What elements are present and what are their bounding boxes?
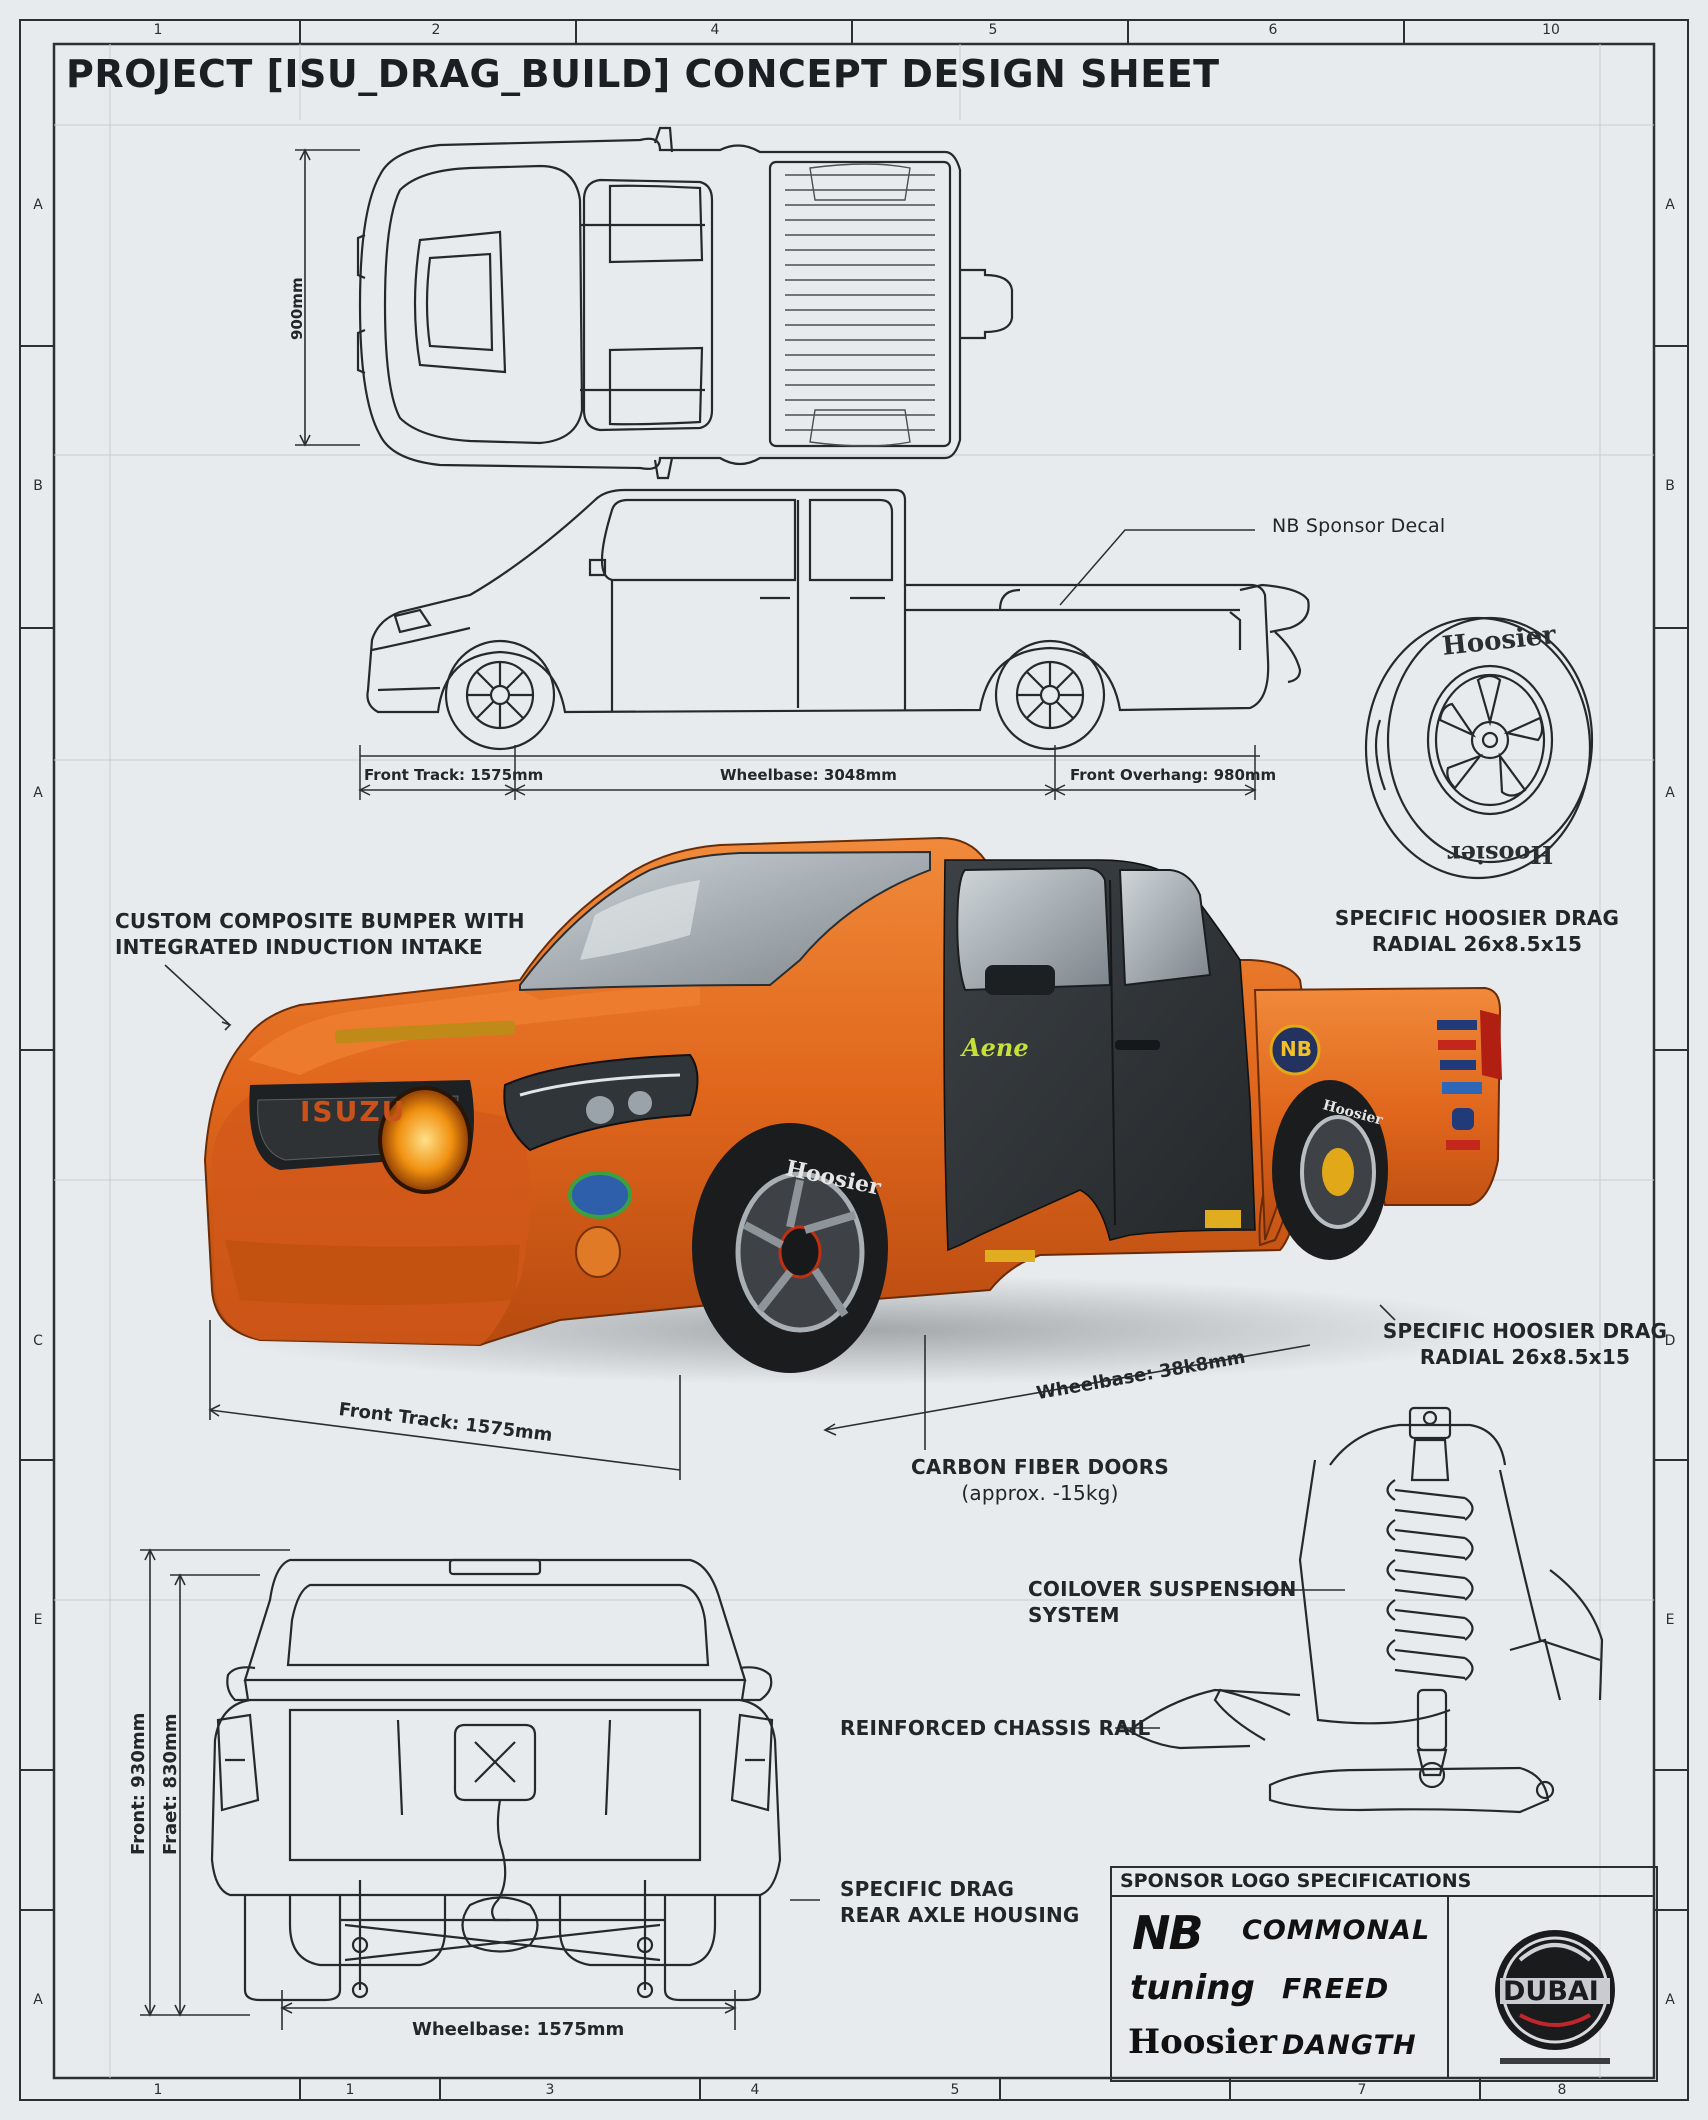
sponsor-panel-title: SPONSOR LOGO SPECIFICATIONS: [1120, 1870, 1472, 1892]
suspension-callout-lines: [1115, 1589, 1345, 1729]
coilover-callout: COILOVER SUSPENSION SYSTEM: [1028, 1576, 1297, 1628]
top-view-width-dim: 900mm: [288, 277, 306, 340]
rear-front-dim: Front: 930mm: [128, 1712, 149, 1855]
border-bottom-number: 7: [1357, 2082, 1367, 2098]
side-wheelbase-dim: Wheelbase: 3048mm: [720, 766, 897, 784]
bumper-callout-line1: CUSTOM COMPOSITE BUMPER WITH: [115, 909, 525, 933]
border-right-letter: A: [1665, 785, 1675, 801]
bumper-callout: CUSTOM COMPOSITE BUMPER WITH INTEGRATED …: [115, 908, 525, 960]
border-right-letter: D: [1664, 1333, 1676, 1349]
sponsor-grid: [1110, 1895, 1654, 2078]
border-top-number: 1: [153, 22, 163, 38]
border-left-letter: C: [33, 1333, 43, 1349]
tire-detail-drawing: [1364, 616, 1594, 880]
side-front-track-dim: Front Track: 1575mm: [364, 766, 544, 784]
border-right-letter: A: [1665, 1992, 1675, 2008]
border-top-number: 4: [710, 22, 720, 38]
sponsor-logo-panel: [1110, 1866, 1658, 2082]
side-view-drawing: [366, 488, 1310, 751]
tuning-logo: tuning: [1130, 1968, 1255, 2008]
border-top-number: 2: [431, 22, 441, 38]
dangth-logo: DANGTH: [1282, 2030, 1417, 2061]
rear-axle-callout-line1: SPECIFIC DRAG: [840, 1877, 1015, 1901]
nb-sponsor-callout: NB Sponsor Decal: [1272, 515, 1446, 537]
border-bottom-number: 8: [1557, 2082, 1567, 2098]
coilover-callout-line2: SYSTEM: [1028, 1603, 1120, 1627]
rear-axle-callout-line2: REAR AXLE HOUSING: [840, 1903, 1080, 1927]
nb-door-badge: NB: [1280, 1037, 1312, 1061]
sheet-frame: [19, 19, 1689, 2101]
hoosier-logo: Hoosier: [1128, 2022, 1278, 2062]
rear-wheelbase-dim: Wheelbase: 1575mm: [412, 2019, 625, 2040]
border-bottom-number: 4: [750, 2082, 760, 2098]
border-left-letter: A: [33, 785, 43, 801]
chassis-rail-callout: REINFORCED CHASSIS RAIL: [840, 1716, 1151, 1740]
border-left-letter: E: [33, 1612, 43, 1628]
doors-callout-line2: (approx. -15kg): [961, 1481, 1119, 1505]
border-top-number: 6: [1268, 22, 1278, 38]
doors-callout-line1: CARBON FIBER DOORS: [911, 1455, 1169, 1479]
render-tire-callout-line2: RADIAL 26x8.5x15: [1419, 1345, 1631, 1369]
suspension-drawing: [1119, 1406, 1604, 1814]
tire-brand-bottom: Hoosier: [1448, 840, 1554, 869]
border-bottom-number: 1: [153, 2082, 163, 2098]
tire-detail-callout-line1: SPECIFIC HOOSIER DRAG: [1334, 906, 1620, 930]
render-truck: [203, 836, 1510, 1385]
side-front-overhang-dim: Front Overhang: 980mm: [1070, 766, 1277, 784]
grille-badge: ISUZU: [300, 1095, 407, 1128]
rear-view-dimensions: [140, 1548, 820, 2030]
border-top-number: 5: [988, 22, 998, 38]
border-right-letter: E: [1665, 1612, 1675, 1628]
nb-logo: NB: [1132, 1906, 1204, 1960]
border-bottom-number: 5: [950, 2082, 960, 2098]
border-left-letter: A: [33, 1992, 43, 2008]
top-view-drawing: [356, 126, 1014, 480]
border-right-letter: A: [1665, 197, 1675, 213]
coilover-callout-line1: COILOVER SUSPENSION: [1028, 1577, 1297, 1601]
side-view-dimensions: [358, 529, 1260, 800]
commonal-logo: COMMONAL: [1242, 1915, 1431, 1946]
freed-logo: FREED: [1282, 1972, 1390, 2005]
top-view-dimension: [295, 148, 360, 447]
render-tire-callout: SPECIFIC HOOSIER DRAG RADIAL 26x8.5x15: [1380, 1318, 1670, 1370]
door-script-decal: Aene: [962, 1033, 1029, 1062]
render-callout-lines: [164, 964, 1396, 1480]
tire-detail-callout: SPECIFIC HOOSIER DRAG RADIAL 26x8.5x15: [1332, 905, 1622, 957]
dubai-badge-text: DUBAI: [1503, 1976, 1599, 2007]
border-bottom-number: 3: [545, 2082, 555, 2098]
border-right-letter: B: [1665, 478, 1675, 494]
border-left-letter: B: [33, 478, 43, 494]
border-bottom-number: 1: [345, 2082, 355, 2098]
bumper-callout-line2: INTEGRATED INDUCTION INTAKE: [115, 935, 483, 959]
border-left-letter: A: [33, 197, 43, 213]
top-view-bed-ribs: [785, 163, 935, 447]
rear-axle-callout: SPECIFIC DRAG REAR AXLE HOUSING: [840, 1876, 1080, 1928]
border-ticks: [20, 20, 1688, 2100]
dubai-badge: [1495, 1930, 1615, 2064]
tire-detail-callout-line2: RADIAL 26x8.5x15: [1371, 932, 1583, 956]
rear-rear-dim: Fraet: 830mm: [160, 1713, 181, 1855]
render-tire-callout-line1: SPECIFIC HOOSIER DRAG: [1382, 1319, 1668, 1343]
sheet-title: PROJECT [ISU_DRAG_BUILD] CONCEPT DESIGN …: [66, 52, 1220, 96]
rear-view-drawing: [210, 1558, 782, 2002]
doors-callout: CARBON FIBER DOORS (approx. -15kg): [895, 1454, 1185, 1506]
border-top-number: 10: [1542, 22, 1560, 38]
